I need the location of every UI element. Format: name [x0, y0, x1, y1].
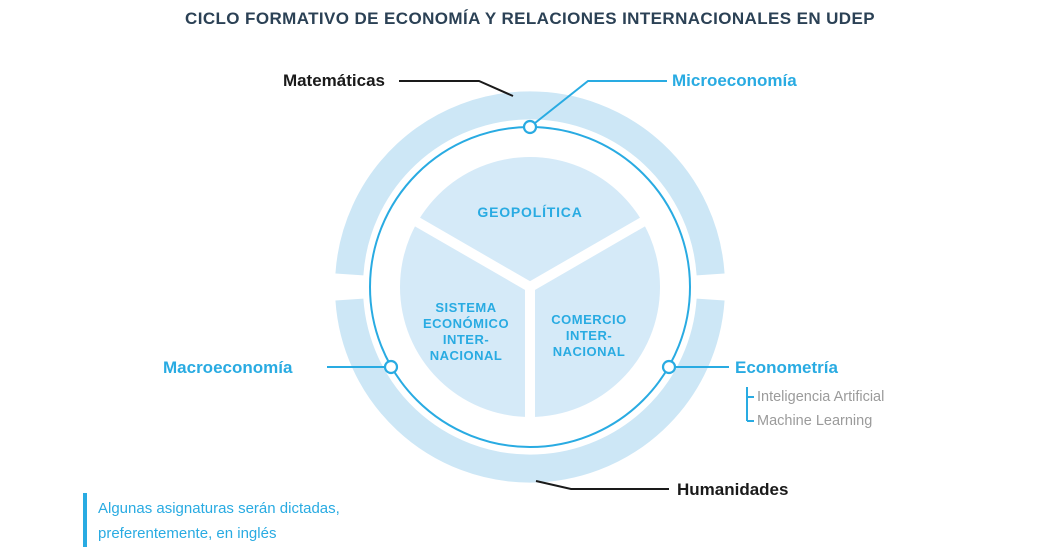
label-microeconomia: Microeconomía — [672, 71, 797, 90]
note-accent-bar — [83, 493, 87, 547]
outer-ring-bottom-arc — [335, 298, 725, 483]
matematicas-connector-line — [399, 80, 514, 97]
right-node-circle-icon — [661, 359, 677, 375]
subitem-machine-learning: Machine Learning — [757, 413, 873, 429]
sector-label-comercio: COMERCIO INTER- NACIONAL — [551, 312, 627, 359]
humanidades-connector-line — [535, 480, 669, 490]
label-macroeconomia: Macroeconomía — [163, 358, 293, 377]
sector-divider-upper-left — [406, 212, 533, 292]
note-line-1: Algunas asignaturas serán dictadas, — [98, 500, 340, 517]
sector-label-sistema-economico: SISTEMA ECONÓMICO INTER- NACIONAL — [422, 300, 510, 363]
note-line-2: preferentemente, en inglés — [98, 525, 277, 542]
page-title: CICLO FORMATIVO DE ECONOMÍA Y RELACIONES… — [185, 9, 875, 28]
top-node-circle-icon — [522, 119, 538, 135]
microeconomia-connector-line — [534, 80, 667, 124]
subitem-inteligencia-artificial: Inteligencia Artificial — [757, 389, 885, 405]
note-text: Algunas asignaturas serán dictadas, pref… — [98, 496, 340, 546]
econometria-subitems-bracket — [746, 387, 754, 422]
sector-divider-upper-right — [527, 212, 654, 292]
label-humanidades: Humanidades — [677, 480, 789, 499]
sector-label-geopolitica: GEOPOLÍTICA — [477, 204, 583, 220]
outer-ring-top-arc — [335, 91, 725, 276]
left-node-circle-icon — [383, 359, 399, 375]
label-matematicas: Matemáticas — [282, 71, 385, 90]
label-econometria: Econometría — [735, 358, 838, 377]
